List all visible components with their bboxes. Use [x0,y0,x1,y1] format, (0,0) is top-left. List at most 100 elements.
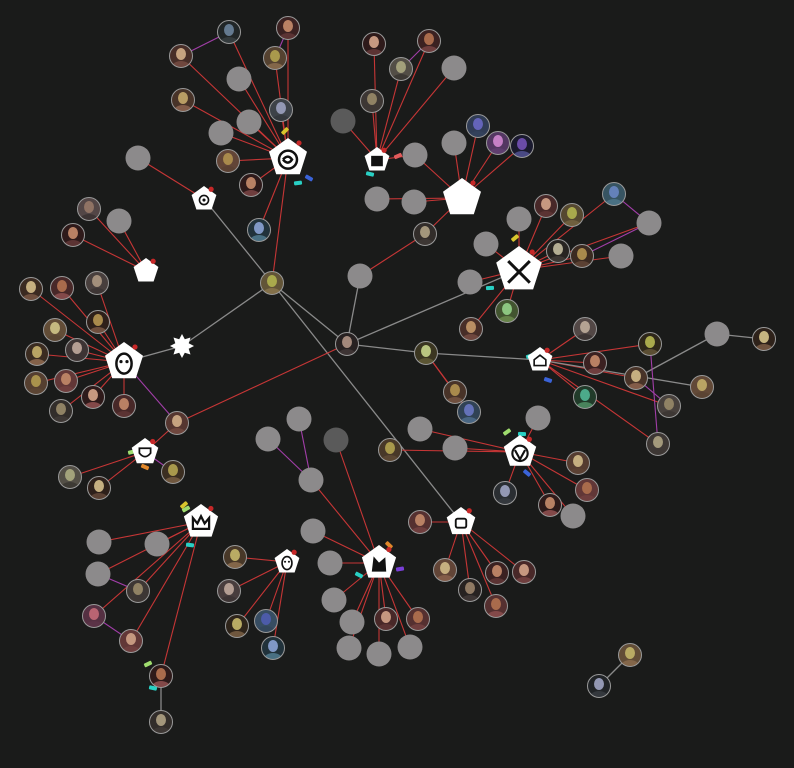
character-node[interactable] [602,182,626,211]
empty-node[interactable] [330,108,356,134]
empty-node[interactable] [144,531,170,557]
character-node[interactable] [247,218,271,247]
character-node[interactable] [752,327,776,356]
empty-node[interactable] [125,145,151,171]
character-node[interactable] [618,643,642,672]
character-node[interactable] [408,510,432,539]
character-node[interactable] [223,545,247,574]
character-node[interactable] [575,478,599,507]
character-node[interactable] [546,239,570,268]
character-node[interactable] [624,366,648,395]
empty-node[interactable] [441,130,467,156]
character-node[interactable] [362,32,386,61]
faction-node[interactable] [170,334,194,358]
faction-node[interactable] [191,186,217,210]
character-node[interactable] [690,375,714,404]
character-node[interactable] [86,310,110,339]
character-node[interactable] [466,114,490,143]
character-node[interactable] [443,380,467,409]
character-node[interactable] [77,197,101,226]
empty-node[interactable] [608,243,634,269]
character-node[interactable] [263,46,287,75]
character-node[interactable] [165,411,189,440]
character-node[interactable] [493,481,517,510]
faction-node[interactable] [361,545,397,578]
character-node[interactable] [484,594,508,623]
empty-node[interactable] [364,186,390,212]
empty-node[interactable] [407,416,433,442]
character-node[interactable] [638,332,662,361]
faction-node[interactable] [274,549,300,573]
character-node[interactable] [217,579,241,608]
empty-node[interactable] [255,426,281,452]
character-node[interactable] [646,432,670,461]
empty-node[interactable] [323,427,349,453]
character-node[interactable] [254,609,278,638]
empty-node[interactable] [300,518,326,544]
character-node[interactable] [49,399,73,428]
character-node[interactable] [149,664,173,693]
empty-node[interactable] [704,321,730,347]
character-node[interactable] [657,394,681,423]
character-node[interactable] [360,89,384,118]
character-node[interactable] [534,194,558,223]
character-node[interactable] [239,173,263,202]
character-node[interactable] [225,614,249,643]
empty-node[interactable] [457,269,483,295]
empty-node[interactable] [317,550,343,576]
character-node[interactable] [566,451,590,480]
character-node[interactable] [573,385,597,414]
empty-node[interactable] [236,109,262,135]
character-node[interactable] [169,44,193,73]
character-node[interactable] [414,341,438,370]
character-node[interactable] [510,134,534,163]
empty-node[interactable] [298,467,324,493]
empty-node[interactable] [85,561,111,587]
character-node[interactable] [406,607,430,636]
empty-node[interactable] [397,634,423,660]
character-node[interactable] [119,629,143,658]
empty-node[interactable] [636,210,662,236]
character-node[interactable] [417,29,441,58]
faction-node[interactable] [364,147,390,171]
character-node[interactable] [24,371,48,400]
character-node[interactable] [335,332,359,361]
empty-node[interactable] [441,55,467,81]
character-node[interactable] [54,369,78,398]
character-node[interactable] [378,438,402,467]
empty-node[interactable] [560,503,586,529]
faction-node[interactable] [133,258,159,282]
character-node[interactable] [486,131,510,160]
character-node[interactable] [389,57,413,86]
character-node[interactable] [65,338,89,367]
character-node[interactable] [458,578,482,607]
character-node[interactable] [538,493,562,522]
character-node[interactable] [457,400,481,429]
character-node[interactable] [161,460,185,489]
empty-node[interactable] [106,208,132,234]
character-node[interactable] [374,607,398,636]
empty-node[interactable] [442,435,468,461]
character-node[interactable] [573,317,597,346]
character-node[interactable] [260,271,284,300]
character-node[interactable] [560,203,584,232]
character-node[interactable] [171,88,195,117]
character-node[interactable] [25,342,49,371]
empty-node[interactable] [226,66,252,92]
empty-node[interactable] [402,142,428,168]
character-node[interactable] [269,98,293,127]
character-node[interactable] [495,299,519,328]
character-node[interactable] [149,710,173,739]
character-node[interactable] [433,558,457,587]
character-node[interactable] [43,318,67,347]
character-node[interactable] [261,636,285,665]
empty-node[interactable] [86,529,112,555]
character-node[interactable] [459,317,483,346]
character-node[interactable] [276,16,300,45]
character-node[interactable] [82,604,106,633]
character-node[interactable] [512,560,536,589]
character-node[interactable] [570,244,594,273]
empty-node[interactable] [366,641,392,667]
faction-node[interactable] [446,507,476,535]
empty-node[interactable] [208,120,234,146]
